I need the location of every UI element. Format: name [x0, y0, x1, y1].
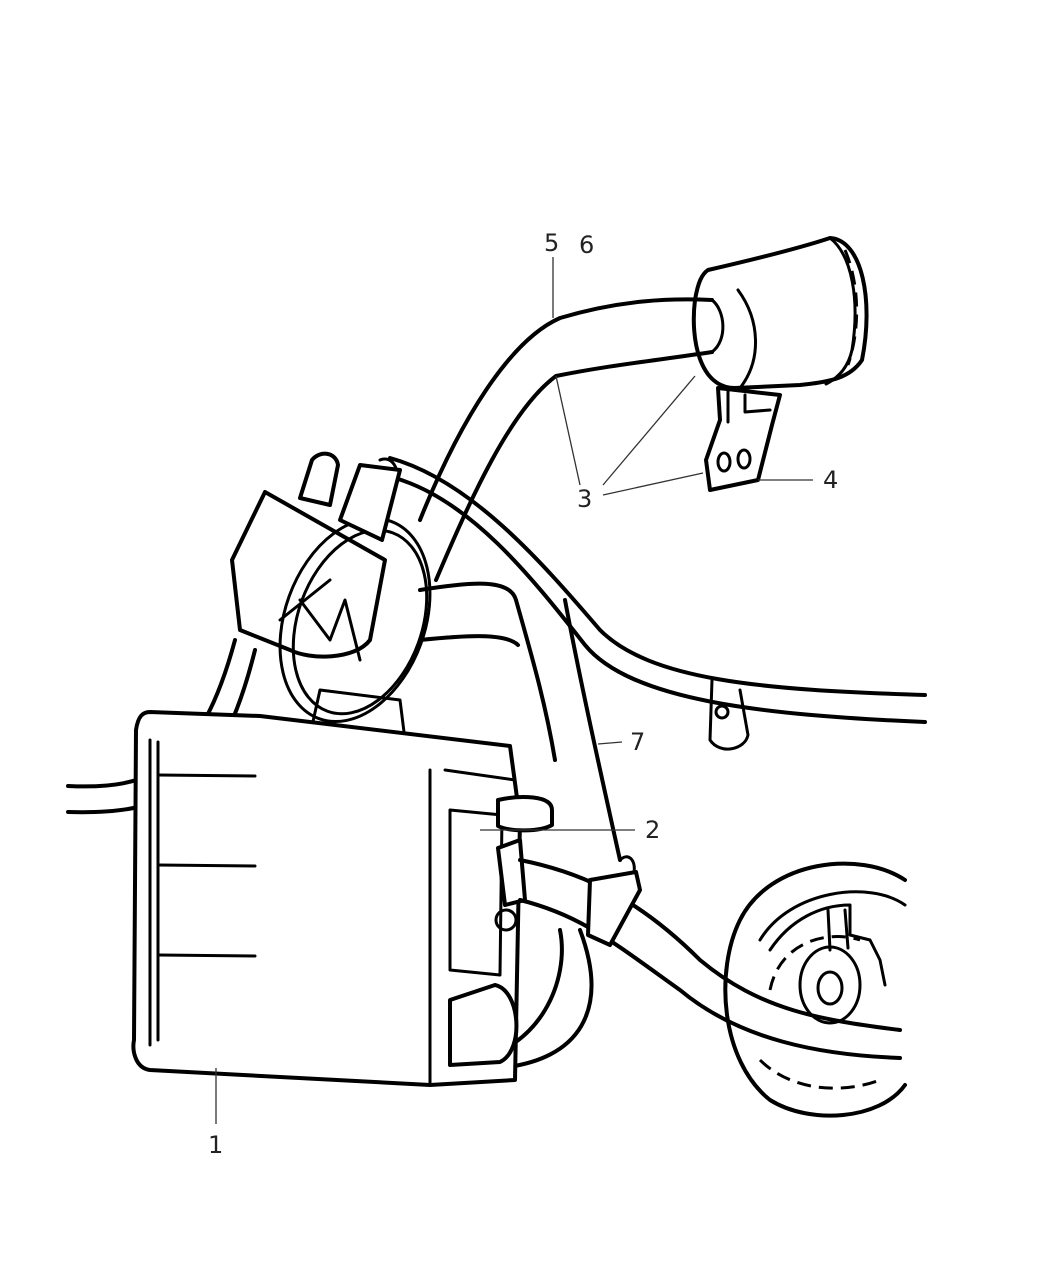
vent-hose	[378, 456, 927, 751]
callout-3: 3	[577, 485, 593, 513]
callout-1: 1	[208, 1131, 224, 1159]
callout-7: 7	[630, 728, 646, 756]
fuel-pump-module	[723, 861, 907, 1118]
mounting-bracket	[704, 386, 782, 492]
filler-hose	[418, 297, 725, 582]
callout-6: 6	[579, 231, 595, 259]
leader-lines	[215, 257, 813, 1124]
callout-4: 4	[823, 466, 839, 494]
lower-hose	[518, 855, 902, 1060]
callout-2: 2	[645, 816, 661, 844]
evap-canister	[131, 710, 554, 1087]
callout-5: 5	[544, 229, 560, 257]
purge-valve	[230, 451, 432, 742]
